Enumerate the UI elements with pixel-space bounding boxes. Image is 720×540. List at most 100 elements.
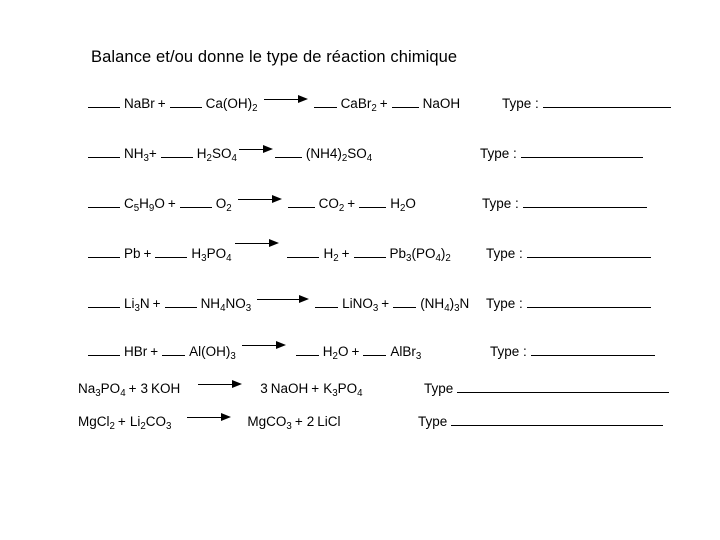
formula-h2: H2 xyxy=(323,242,338,266)
eq3-reactants: C5H9O + O2 xyxy=(88,192,232,216)
plus-sign: + xyxy=(157,96,166,111)
formula-licl: LiCl xyxy=(317,410,340,434)
coefficient-blank[interactable] xyxy=(88,296,120,308)
coefficient-blank[interactable] xyxy=(88,196,120,208)
type-answer-blank[interactable] xyxy=(520,145,643,158)
formula-text: H xyxy=(139,196,149,211)
type-block-2: Type : xyxy=(480,142,643,166)
formula-h2o: H2O xyxy=(323,340,349,364)
eq2-products: (NH4)2SO4 xyxy=(274,142,373,166)
type-answer-blank[interactable] xyxy=(526,245,651,258)
type-answer-blank[interactable] xyxy=(542,95,671,108)
reaction-arrow-icon xyxy=(235,239,280,248)
coefficient-blank[interactable] xyxy=(179,196,212,208)
coefficient-blank[interactable] xyxy=(155,246,188,258)
coefficient-blank[interactable] xyxy=(295,344,319,356)
coefficient-blank[interactable] xyxy=(287,246,320,258)
formula-text: CO xyxy=(318,196,339,211)
formula-text: AlBr xyxy=(390,344,416,359)
formula-caoh2: Ca(OH)2 xyxy=(206,92,258,116)
formula-text: NaOH xyxy=(270,381,309,396)
formula-text: MgCl xyxy=(78,414,110,429)
equation-row-3: C5H9O + O2 CO2 + H2O xyxy=(88,192,416,216)
plus-sign: + xyxy=(347,196,356,211)
subscript: 3 xyxy=(406,253,412,264)
subscript: 2 xyxy=(445,253,451,264)
coefficient-blank[interactable] xyxy=(359,196,387,208)
formula-hbr: HBr xyxy=(124,340,147,364)
subscript: 3 xyxy=(415,351,422,362)
formula-text: H xyxy=(191,246,202,261)
type-answer-blank[interactable] xyxy=(522,195,647,208)
coefficient-blank[interactable] xyxy=(88,344,120,356)
formula-li2co3: Li2CO3 xyxy=(130,410,172,434)
formula-text: Na xyxy=(78,381,96,396)
subscript: 3 xyxy=(95,388,101,399)
formula-text: CO xyxy=(145,414,166,429)
coefficient-blank[interactable] xyxy=(363,344,387,356)
formula-text: (NH4) xyxy=(305,146,342,161)
coefficient-blank[interactable] xyxy=(162,344,186,356)
coefficient-blank[interactable] xyxy=(353,246,386,258)
formula-text: NH xyxy=(200,296,221,311)
equation-row-2: NH3+ H2SO4 (NH4)2SO4 xyxy=(88,142,372,166)
formula-nh4-3-n: (NH4)3N xyxy=(420,292,469,316)
formula-k3po4: K3PO4 xyxy=(323,377,362,401)
formula-nh4no3: NH4NO3 xyxy=(201,292,252,316)
type-block-5: Type : xyxy=(486,292,651,316)
type-label: Type : xyxy=(502,96,539,111)
eq5-reactants: Li3N + NH4NO3 xyxy=(88,292,251,316)
eq3-products: CO2 + H2O xyxy=(287,192,416,216)
subscript: 4 xyxy=(444,303,450,314)
subscript: 4 xyxy=(120,388,126,399)
formula-text: MgCO xyxy=(247,414,287,429)
type-answer-blank[interactable] xyxy=(457,380,670,393)
formula-text: ) xyxy=(449,296,455,311)
formula-nh3: NH3+ xyxy=(124,142,157,166)
subscript: 4 xyxy=(366,153,373,164)
plus-sign: + xyxy=(294,414,303,429)
subscript: 3 xyxy=(286,421,292,432)
coefficient-blank[interactable] xyxy=(274,146,302,158)
coefficient-blank[interactable] xyxy=(160,146,193,158)
coefficient-blank[interactable] xyxy=(393,296,417,308)
formula-naoh: NaOH xyxy=(271,377,309,401)
plus-sign: + xyxy=(311,381,320,396)
plus-sign: + xyxy=(351,344,360,359)
coefficient-blank[interactable] xyxy=(287,196,315,208)
subscript: 9 xyxy=(148,203,155,214)
type-answer-blank[interactable] xyxy=(526,295,651,308)
subscript: 3 xyxy=(372,303,379,314)
subscript: 2 xyxy=(140,421,146,432)
coefficient-blank[interactable] xyxy=(88,246,120,258)
formula-h3po4: H3PO4 xyxy=(191,242,231,266)
coefficient-blank[interactable] xyxy=(391,96,419,108)
plus-sign: + xyxy=(381,296,390,311)
formula-text: (PO xyxy=(411,246,436,261)
formula-co2: CO2 xyxy=(319,192,345,216)
coefficient-blank[interactable] xyxy=(315,296,339,308)
coefficient-blank[interactable] xyxy=(88,96,120,108)
formula-text: NH xyxy=(124,146,144,161)
type-answer-blank[interactable] xyxy=(451,413,664,426)
equation-row-7: Na3PO4 + 3 KOH 3 NaOH + K3PO4 xyxy=(78,377,363,401)
plus-sign: + xyxy=(379,96,388,111)
reaction-arrow-icon xyxy=(241,341,286,350)
subscript: 2 xyxy=(226,203,232,214)
eq8-products: MgCO3 + 2 LiCl xyxy=(247,410,340,434)
formula-h2so4: H2SO4 xyxy=(197,142,237,166)
formula-text: K xyxy=(323,381,333,396)
formula-pb3po42: Pb3(PO4)2 xyxy=(390,242,451,266)
coefficient-blank[interactable] xyxy=(313,96,337,108)
type-answer-blank[interactable] xyxy=(530,343,655,356)
subscript: 3 xyxy=(332,388,338,399)
subscript: 2 xyxy=(338,203,345,214)
formula-text: N xyxy=(459,296,470,311)
coefficient-blank[interactable] xyxy=(88,146,120,158)
subscript: 2 xyxy=(341,153,348,164)
coefficient-blank[interactable] xyxy=(164,296,197,308)
coefficient-blank[interactable] xyxy=(169,96,202,108)
formula-text: NO xyxy=(225,296,246,311)
formula-text: H xyxy=(196,146,207,161)
